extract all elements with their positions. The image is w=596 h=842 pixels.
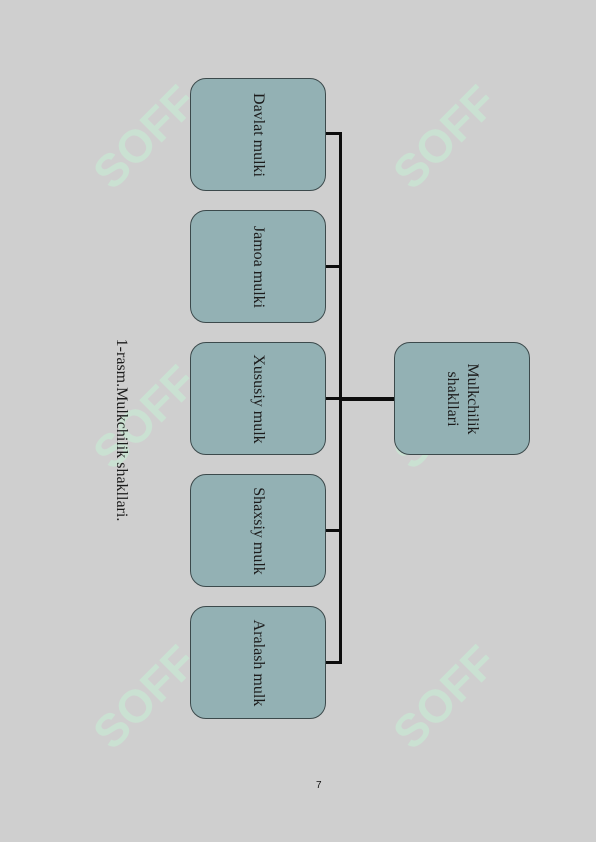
node-label: Shaxsiy mulk <box>250 486 267 575</box>
node-label: Xususiy mulk <box>250 353 267 444</box>
node-aralash-mulk: Aralash mulk <box>190 606 326 719</box>
node-davlat-mulki: Davlat mulki <box>190 78 326 191</box>
watermark-logo: SOFF <box>370 60 520 210</box>
connector-branch <box>325 265 342 268</box>
node-label: Jamoa mulki <box>250 225 267 308</box>
svg-text:SOFF: SOFF <box>83 355 207 479</box>
connector-branch <box>325 661 342 664</box>
node-root-label-line1: Mulkchilik <box>464 362 481 435</box>
svg-text:SOFF: SOFF <box>83 635 207 759</box>
svg-text:SOFF: SOFF <box>383 635 507 759</box>
svg-text:SOFF: SOFF <box>83 75 207 199</box>
node-label: Davlat mulki <box>250 92 267 177</box>
connector-root <box>339 397 395 401</box>
svg-text:SOFF: SOFF <box>383 75 507 199</box>
node-xususiy-mulk: Xususiy mulk <box>190 342 326 455</box>
node-root-label: Mulkchilik shakllari <box>442 363 482 434</box>
node-shaxsiy-mulk: Shaxsiy mulk <box>190 474 326 587</box>
connector-branch <box>325 397 342 400</box>
node-label: Aralash mulk <box>250 619 267 706</box>
watermark-logo: SOFF <box>370 620 520 770</box>
connector-branch <box>325 132 342 135</box>
node-root-mulkchilik-shakllari: Mulkchilik shakllari <box>394 342 530 455</box>
page-number: 7 <box>316 780 322 791</box>
node-jamoa-mulki: Jamoa mulki <box>190 210 326 323</box>
node-root-label-line2: shakllari <box>444 370 461 427</box>
figure-caption: 1-rasm.Mulkchilik shakllari. <box>113 338 130 522</box>
connector-branch <box>325 529 342 532</box>
